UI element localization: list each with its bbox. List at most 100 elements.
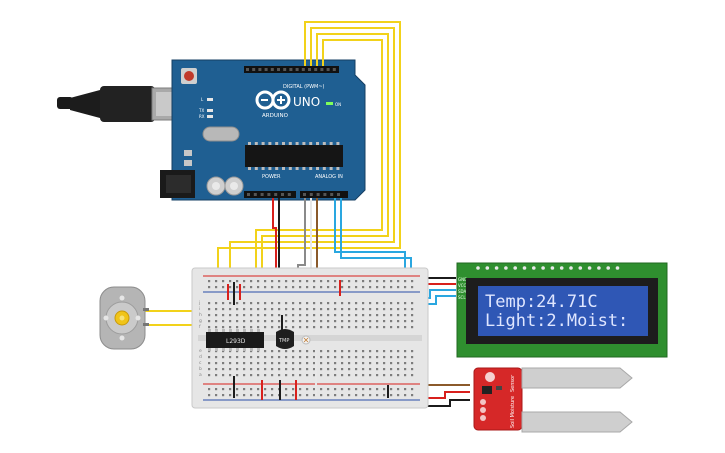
- rail-hole[interactable]: [222, 280, 225, 283]
- rail-hole[interactable]: [264, 394, 267, 397]
- breadboard-hole[interactable]: [348, 320, 351, 323]
- breadboard-hole[interactable]: [208, 350, 211, 353]
- breadboard-hole[interactable]: [334, 314, 337, 317]
- dc-motor[interactable]: [99, 286, 149, 350]
- rail-hole[interactable]: [348, 394, 351, 397]
- breadboard-hole[interactable]: [390, 356, 393, 359]
- rail-hole[interactable]: [383, 394, 386, 397]
- rail-hole[interactable]: [348, 280, 351, 283]
- rail-hole[interactable]: [285, 280, 288, 283]
- breadboard-hole[interactable]: [264, 320, 267, 323]
- breadboard-hole[interactable]: [390, 314, 393, 317]
- breadboard-hole[interactable]: [243, 320, 246, 323]
- rail-hole[interactable]: [383, 388, 386, 391]
- breadboard-hole[interactable]: [243, 368, 246, 371]
- breadboard-hole[interactable]: [404, 314, 407, 317]
- breadboard-hole[interactable]: [292, 326, 295, 329]
- rail-hole[interactable]: [390, 394, 393, 397]
- rail-hole[interactable]: [229, 394, 232, 397]
- breadboard-hole[interactable]: [271, 320, 274, 323]
- rail-hole[interactable]: [334, 286, 337, 289]
- breadboard-hole[interactable]: [313, 374, 316, 377]
- breadboard-hole[interactable]: [383, 314, 386, 317]
- breadboard-hole[interactable]: [341, 368, 344, 371]
- breadboard-hole[interactable]: [222, 374, 225, 377]
- breadboard-hole[interactable]: [278, 350, 281, 353]
- breadboard-hole[interactable]: [362, 302, 365, 305]
- breadboard-hole[interactable]: [362, 326, 365, 329]
- breadboard-hole[interactable]: [285, 308, 288, 311]
- breadboard-hole[interactable]: [397, 308, 400, 311]
- breadboard-hole[interactable]: [250, 362, 253, 365]
- breadboard-hole[interactable]: [257, 314, 260, 317]
- rail-hole[interactable]: [362, 388, 365, 391]
- breadboard-hole[interactable]: [369, 368, 372, 371]
- breadboard-hole[interactable]: [411, 314, 414, 317]
- rail-hole[interactable]: [215, 388, 218, 391]
- breadboard-hole[interactable]: [271, 368, 274, 371]
- power-pin[interactable]: [253, 193, 257, 196]
- breadboard-hole[interactable]: [348, 314, 351, 317]
- breadboard-hole[interactable]: [390, 374, 393, 377]
- rail-hole[interactable]: [229, 280, 232, 283]
- breadboard-hole[interactable]: [313, 320, 316, 323]
- rail-hole[interactable]: [320, 286, 323, 289]
- breadboard-hole[interactable]: [355, 368, 358, 371]
- breadboard-hole[interactable]: [376, 320, 379, 323]
- analog-pin[interactable]: [330, 193, 334, 196]
- breadboard-hole[interactable]: [278, 362, 281, 365]
- breadboard-hole[interactable]: [236, 356, 239, 359]
- rail-hole[interactable]: [334, 394, 337, 397]
- rail-hole[interactable]: [404, 280, 407, 283]
- rail-hole[interactable]: [376, 394, 379, 397]
- breadboard-hole[interactable]: [369, 302, 372, 305]
- breadboard-hole[interactable]: [229, 362, 232, 365]
- breadboard-hole[interactable]: [264, 356, 267, 359]
- breadboard-hole[interactable]: [257, 308, 260, 311]
- breadboard-hole[interactable]: [236, 308, 239, 311]
- breadboard-hole[interactable]: [348, 368, 351, 371]
- breadboard-hole[interactable]: [348, 350, 351, 353]
- digital-pin[interactable]: [277, 68, 280, 71]
- breadboard-hole[interactable]: [320, 314, 323, 317]
- breadboard-hole[interactable]: [390, 320, 393, 323]
- rail-hole[interactable]: [236, 286, 239, 289]
- breadboard-hole[interactable]: [313, 368, 316, 371]
- breadboard-hole[interactable]: [376, 368, 379, 371]
- breadboard-hole[interactable]: [397, 374, 400, 377]
- digital-pin[interactable]: [289, 68, 293, 71]
- rail-hole[interactable]: [208, 388, 211, 391]
- breadboard-hole[interactable]: [355, 362, 358, 365]
- rail-hole[interactable]: [222, 394, 225, 397]
- breadboard-hole[interactable]: [320, 320, 323, 323]
- breadboard-hole[interactable]: [250, 326, 253, 329]
- rail-hole[interactable]: [411, 394, 414, 397]
- breadboard-hole[interactable]: [236, 350, 239, 353]
- breadboard-hole[interactable]: [362, 350, 365, 353]
- rail-hole[interactable]: [397, 280, 400, 283]
- breadboard-hole[interactable]: [299, 314, 302, 317]
- breadboard-hole[interactable]: [369, 320, 372, 323]
- breadboard-hole[interactable]: [306, 374, 309, 377]
- rail-hole[interactable]: [250, 388, 253, 391]
- breadboard-hole[interactable]: [208, 308, 211, 311]
- l293d-chip[interactable]: L293D: [206, 329, 264, 351]
- digital-pin[interactable]: [270, 68, 274, 71]
- breadboard-hole[interactable]: [236, 362, 239, 365]
- rail-hole[interactable]: [327, 388, 330, 391]
- rail-hole[interactable]: [313, 280, 316, 283]
- breadboard-hole[interactable]: [327, 314, 330, 317]
- breadboard-hole[interactable]: [334, 368, 337, 371]
- power-pin[interactable]: [281, 193, 284, 196]
- breadboard-hole[interactable]: [313, 326, 316, 329]
- breadboard-hole[interactable]: [208, 368, 211, 371]
- breadboard-hole[interactable]: [376, 314, 379, 317]
- photoresistor[interactable]: [301, 335, 311, 345]
- rail-hole[interactable]: [334, 280, 337, 283]
- breadboard-hole[interactable]: [306, 350, 309, 353]
- rail-hole[interactable]: [327, 280, 330, 283]
- breadboard-hole[interactable]: [383, 374, 386, 377]
- breadboard-hole[interactable]: [257, 362, 260, 365]
- breadboard-hole[interactable]: [243, 356, 246, 359]
- breadboard-hole[interactable]: [376, 362, 379, 365]
